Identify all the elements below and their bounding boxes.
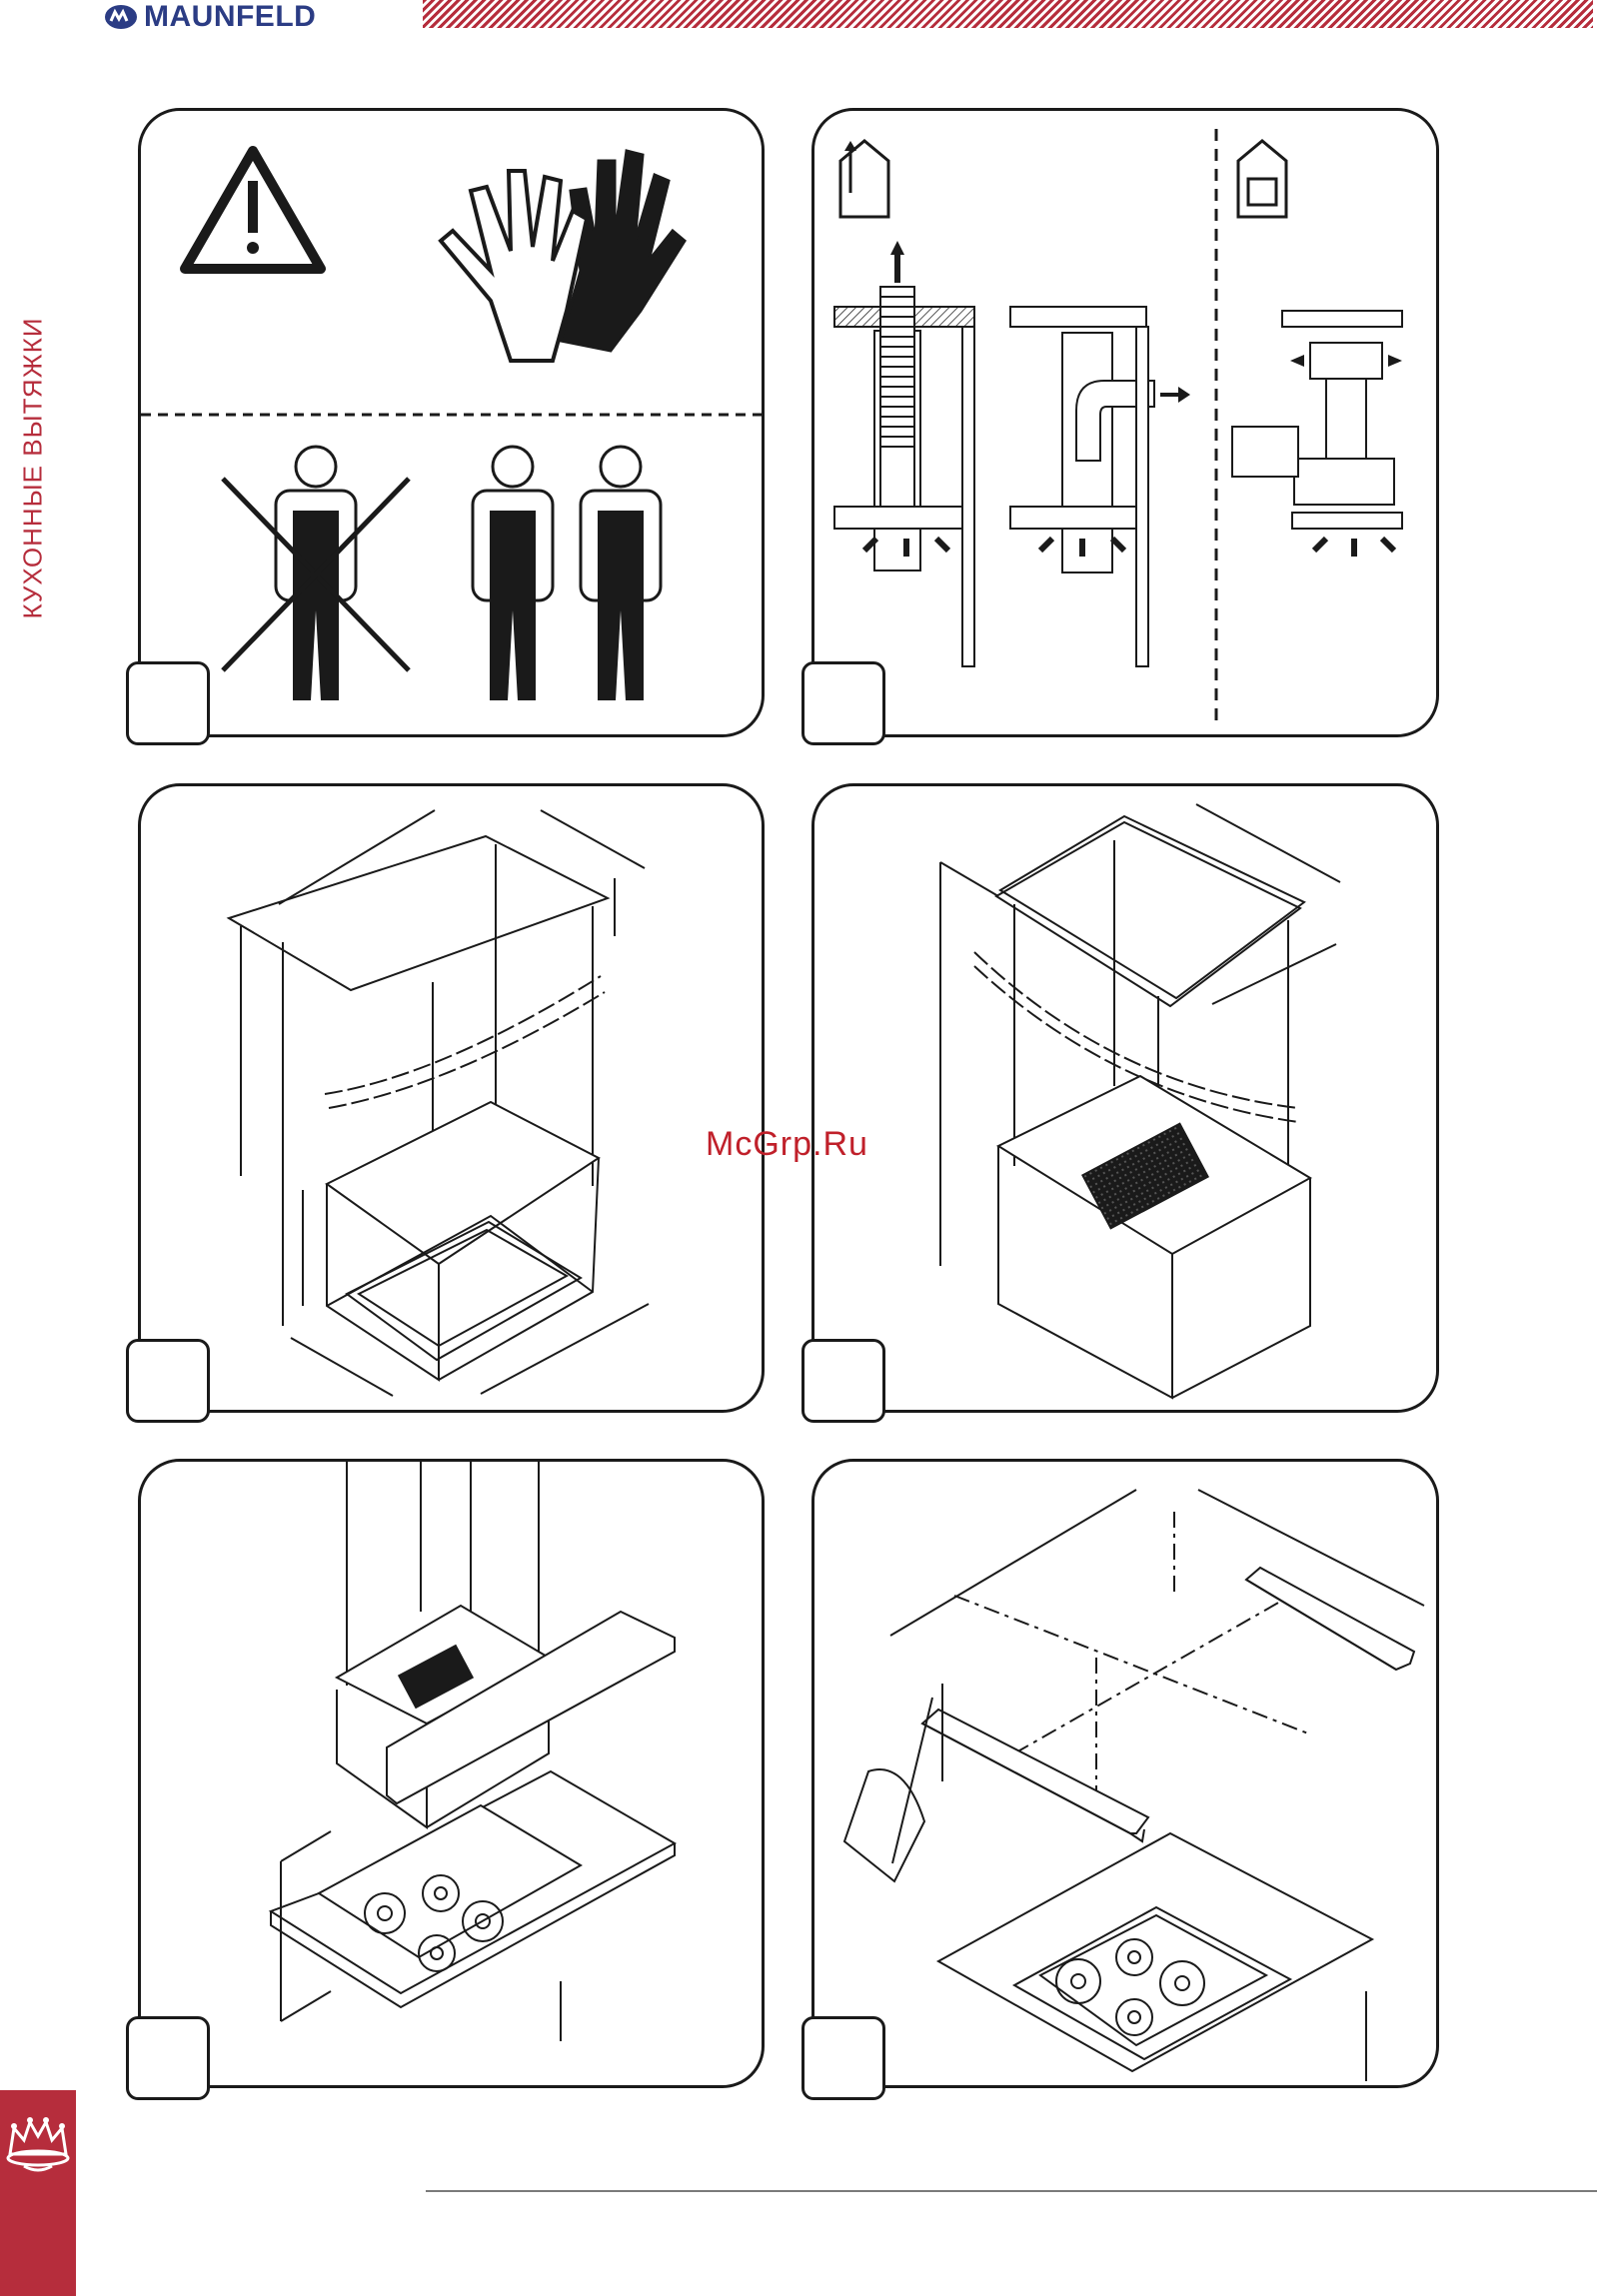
hood-exhaust-straight: [834, 241, 974, 666]
step-box-6: [801, 2016, 885, 2100]
step-box-4: [801, 1339, 885, 1423]
warning-triangle-icon: [185, 151, 321, 269]
header-hatch-band: [423, 0, 1593, 28]
panel-mounting-height: [138, 1459, 765, 2088]
panel-operation-modes: [811, 108, 1439, 737]
brand-logo: MAUNFELD: [104, 2, 316, 32]
side-title: КУХОННЫЕ ВЫТЯЖКИ: [20, 318, 46, 617]
duct-assembly-illustration: [814, 786, 1442, 1416]
brand-emblem-icon: [104, 4, 138, 30]
step-box-2: [801, 661, 885, 745]
mounting-height-illustration: [141, 1462, 768, 2091]
two-persons-figure: [473, 447, 661, 700]
crown-icon: [0, 2100, 76, 2180]
panel-dimensions: [138, 783, 765, 1413]
dimensions-illustration: [141, 786, 768, 1416]
panel-ceiling-marking: [811, 1459, 1439, 2088]
side-title-text: КУХОННЫЕ ВЫТЯЖКИ: [18, 317, 49, 618]
safety-illustration: [141, 111, 768, 740]
modes-illustration: [814, 111, 1442, 740]
hood-recirculation: [1232, 311, 1402, 557]
step-box-1: [126, 661, 210, 745]
protective-gloves-icon: [441, 151, 685, 361]
brand-name: MAUNFELD: [144, 0, 316, 34]
house-exhaust-icon: [840, 141, 888, 217]
step-box-3: [126, 1339, 210, 1423]
side-red-strip: [0, 2090, 76, 2296]
house-recirculation-icon: [1238, 141, 1286, 217]
watermark: McGrp.Ru: [706, 1125, 868, 1164]
hood-exhaust-side: [1010, 307, 1190, 666]
ceiling-marking-illustration: [814, 1462, 1442, 2091]
panel-duct-assembly: [811, 783, 1439, 1413]
footer-rule: [426, 2190, 1597, 2192]
panel-safety: [138, 108, 765, 737]
step-box-5: [126, 2016, 210, 2100]
